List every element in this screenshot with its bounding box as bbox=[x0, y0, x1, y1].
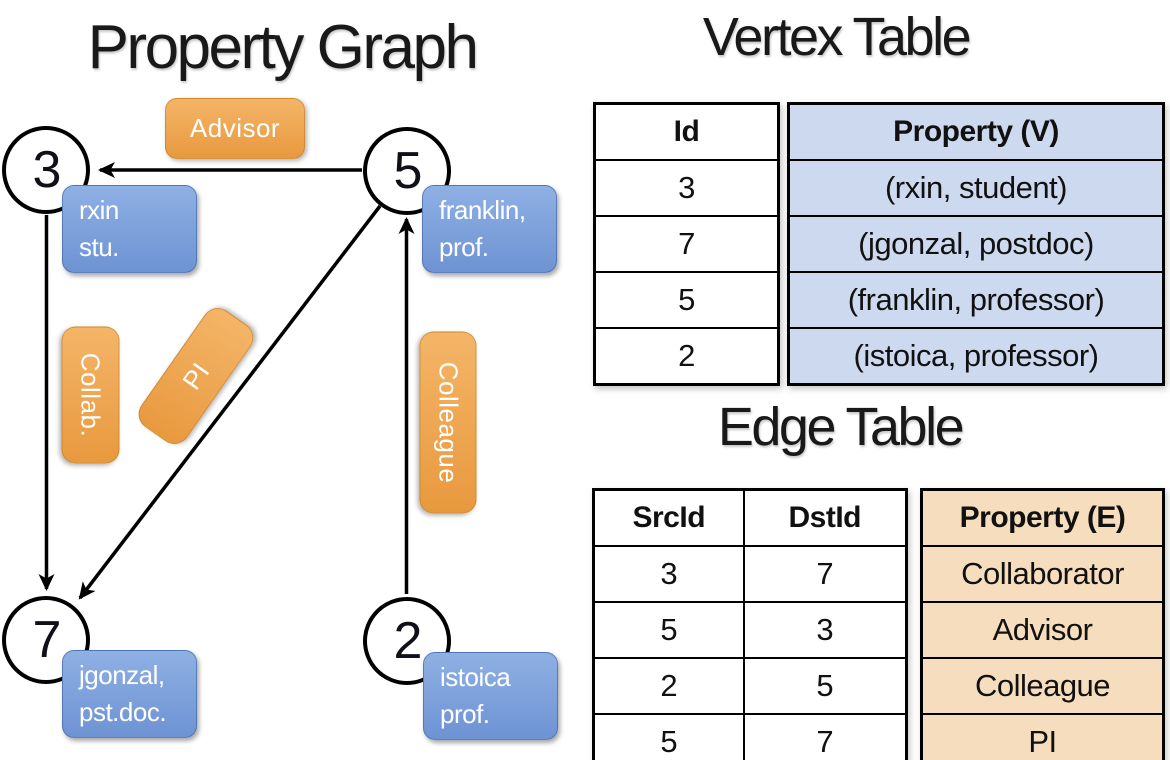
vertex-property-box-7: jgonzal, pst.doc. bbox=[62, 650, 197, 738]
vertex-table-id-column: Id 3 7 5 2 bbox=[593, 102, 780, 386]
edge-dstid-cell: 7 bbox=[742, 545, 908, 603]
vertex-5-prop-line1: franklin, bbox=[439, 195, 526, 225]
edge-srcid-cell: 5 bbox=[592, 601, 745, 659]
vertex-property-cell: (rxin, student) bbox=[787, 159, 1165, 217]
vertex-col-property-header: Property (V) bbox=[787, 102, 1165, 161]
graph-node-5: 5 bbox=[363, 127, 451, 215]
edge-col-srcid-header: SrcId bbox=[592, 488, 745, 547]
vertex-property-box-2: istoica prof. bbox=[423, 652, 558, 740]
vertex-property-cell: (jgonzal, postdoc) bbox=[787, 215, 1165, 273]
property-graph-title: Property Graph bbox=[87, 13, 479, 82]
node-2-id: 2 bbox=[393, 612, 423, 670]
edge-col-dstid-header: DstId bbox=[742, 488, 908, 547]
edge-dstid-cell: 5 bbox=[742, 657, 908, 715]
vertex-table-property-column: Property (V) (rxin, student) (jgonzal, p… bbox=[787, 102, 1165, 386]
edge-property-cell: Colleague bbox=[920, 657, 1165, 715]
graph-node-3: 3 bbox=[2, 126, 90, 214]
edge-pi-line bbox=[78, 204, 382, 600]
edge-property-cell: PI bbox=[920, 713, 1165, 760]
edge-property-cell: Collaborator bbox=[920, 545, 1165, 603]
edge-dstid-cell: 7 bbox=[742, 713, 908, 760]
vertex-property-box-3: rxin stu. bbox=[62, 185, 197, 273]
edge-srcid-cell: 3 bbox=[592, 545, 745, 603]
vertex-7-prop-line1: jgonzal, bbox=[79, 660, 165, 690]
vertex-id-cell: 5 bbox=[593, 271, 780, 329]
edge-label-collab: Collab. bbox=[61, 326, 120, 464]
node-3-id: 3 bbox=[32, 141, 62, 199]
node-7-id: 7 bbox=[32, 611, 62, 669]
vertex-property-box-5: franklin, prof. bbox=[422, 185, 557, 273]
graph-edges-layer bbox=[38, 162, 415, 600]
vertex-2-prop-line2: prof. bbox=[440, 699, 490, 729]
edge-label-advisor: Advisor bbox=[165, 98, 305, 159]
vertex-table-title: Vertex Table bbox=[702, 7, 972, 67]
vertex-property-cell: (istoica, professor) bbox=[787, 327, 1165, 386]
vertex-property-cell: (franklin, professor) bbox=[787, 271, 1165, 329]
edge-srcid-cell: 2 bbox=[592, 657, 745, 715]
vertex-3-prop-line2: stu. bbox=[79, 232, 119, 262]
edge-col-property-header: Property (E) bbox=[920, 488, 1165, 547]
edge-property-cell: Advisor bbox=[920, 601, 1165, 659]
vertex-7-prop-line2: pst.doc. bbox=[79, 697, 167, 727]
node-5-id: 5 bbox=[393, 142, 423, 200]
vertex-2-prop-line1: istoica bbox=[440, 662, 511, 692]
vertex-col-id-header: Id bbox=[593, 102, 780, 161]
edge-table-property-column: Property (E) Collaborator Advisor Collea… bbox=[920, 488, 1165, 760]
edge-dstid-cell: 3 bbox=[742, 601, 908, 659]
edge-srcid-cell: 5 bbox=[592, 713, 745, 760]
vertex-5-prop-line2: prof. bbox=[439, 232, 489, 262]
edge-table-title: Edge Table bbox=[717, 397, 965, 457]
vertex-id-cell: 2 bbox=[593, 327, 780, 386]
edge-label-colleague: Colleague bbox=[419, 331, 477, 514]
vertex-id-cell: 3 bbox=[593, 159, 780, 217]
edge-table-id-columns: SrcId DstId 3 7 5 3 2 5 5 7 bbox=[592, 488, 908, 760]
vertex-id-cell: 7 bbox=[593, 215, 780, 273]
vertex-3-prop-line1: rxin bbox=[79, 195, 119, 225]
